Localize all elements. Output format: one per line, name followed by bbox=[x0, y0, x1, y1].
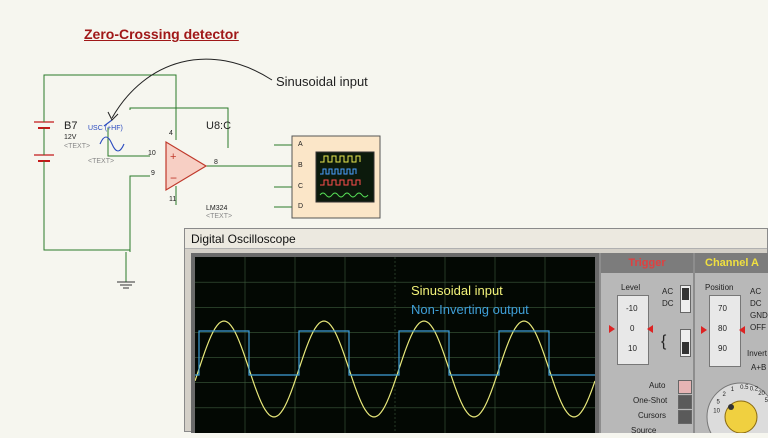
battery-name: B7 bbox=[64, 120, 78, 132]
scope-input-a: A bbox=[298, 141, 303, 148]
level-scale-mid: 0 bbox=[630, 324, 635, 333]
trigger-panel: Trigger Level -10 0 10 AC DC { Auto One-… bbox=[599, 253, 693, 435]
schematic-title: Zero-Crossing detector bbox=[84, 26, 239, 42]
ground-symbol bbox=[117, 281, 135, 289]
legend-non-inverting-output: Non-Inverting output bbox=[411, 302, 529, 317]
level-label: Level bbox=[621, 283, 641, 292]
sine-trace bbox=[194, 320, 596, 418]
auto-button[interactable] bbox=[678, 380, 692, 394]
scope-screen-frame: Sinusoidal input Non-Inverting output bbox=[191, 253, 601, 433]
dial-number: 10 bbox=[713, 409, 720, 415]
dial-number: 0.5 bbox=[740, 385, 749, 391]
dial-number: 20 bbox=[758, 391, 765, 397]
position-marker-left-icon bbox=[701, 326, 707, 334]
cursors-label: Cursors bbox=[638, 411, 667, 420]
channel-header: Channel A bbox=[695, 253, 768, 273]
trigger-header: Trigger bbox=[601, 253, 693, 273]
level-knob[interactable]: -10 0 10 bbox=[617, 295, 649, 365]
scope-input-d: D bbox=[298, 203, 304, 210]
scope-screen: Sinusoidal input Non-Inverting output bbox=[194, 257, 596, 433]
channel-a-panel: Channel A Position 70 80 90 AC DC GND OF… bbox=[693, 253, 768, 433]
svg-text:+: + bbox=[170, 151, 176, 163]
channel-coupling-off: OFF bbox=[750, 323, 766, 332]
dial-number: 50 bbox=[765, 398, 768, 404]
position-knob[interactable]: 70 80 90 bbox=[709, 295, 741, 367]
opamp-ref: U8:C bbox=[206, 120, 232, 132]
position-marker-right-icon bbox=[739, 326, 745, 334]
position-scale-90: 90 bbox=[718, 344, 727, 353]
dial-number: 1 bbox=[731, 387, 735, 393]
callout-label: Sinusoidal input bbox=[276, 74, 368, 89]
position-scale-70: 70 bbox=[718, 304, 727, 313]
mode-label: A+B bbox=[751, 363, 767, 372]
opamp-text-placeholder: <TEXT> bbox=[206, 213, 233, 220]
window-title[interactable]: Digital Oscilloscope bbox=[185, 229, 767, 249]
oscilloscope-window[interactable]: Digital Oscilloscope Sinusoidal input No… bbox=[184, 228, 768, 435]
level-marker-right-icon bbox=[647, 325, 653, 333]
ac-source-symbol[interactable] bbox=[99, 119, 125, 152]
dial-number: 2 bbox=[723, 392, 727, 398]
legend-sinusoidal-input: Sinusoidal input bbox=[411, 283, 503, 298]
one-shot-button[interactable] bbox=[678, 395, 692, 409]
level-scale-high: 10 bbox=[628, 344, 637, 353]
one-shot-label: One-Shot bbox=[633, 396, 668, 405]
channel-coupling-ac: AC bbox=[750, 287, 762, 296]
schematic-wires bbox=[43, 74, 292, 282]
position-label: Position bbox=[705, 283, 734, 292]
callout-arrow bbox=[111, 58, 273, 119]
trace-canvas: Sinusoidal input Non-Inverting output bbox=[194, 257, 596, 433]
pin-out: 8 bbox=[214, 159, 218, 166]
square-trace bbox=[195, 330, 595, 376]
channel-coupling-dc: DC bbox=[750, 299, 762, 308]
source-text-placeholder: <TEXT> bbox=[88, 158, 115, 165]
scope-component[interactable] bbox=[291, 135, 381, 219]
auto-label: Auto bbox=[649, 381, 666, 390]
edge-brace-icon: { bbox=[661, 333, 667, 350]
source-label: Source bbox=[631, 426, 657, 435]
cursors-button[interactable] bbox=[678, 410, 692, 424]
pin-in-minus: 9 bbox=[151, 170, 155, 177]
trigger-coupling-ac: AC bbox=[662, 287, 674, 296]
opamp-symbol[interactable]: + − bbox=[165, 140, 208, 192]
trigger-coupling-dc: DC bbox=[662, 299, 674, 308]
level-scale-low: -10 bbox=[626, 304, 638, 313]
trigger-edge-toggle[interactable] bbox=[680, 329, 691, 357]
battery-voltage: 12V bbox=[64, 134, 77, 141]
pin-in-plus: 10 bbox=[148, 150, 156, 157]
position-scale-80: 80 bbox=[718, 324, 727, 333]
scope-input-c: C bbox=[298, 183, 304, 190]
dial-number: 0.2 bbox=[750, 386, 759, 392]
source-label: USC (+HF) bbox=[88, 125, 123, 132]
scope-input-b: B bbox=[298, 162, 303, 169]
pin-gnd: 11 bbox=[169, 196, 177, 203]
channel-coupling-gnd: GND bbox=[750, 311, 768, 320]
opamp-part: LM324 bbox=[206, 205, 228, 212]
level-marker-left-icon bbox=[609, 325, 615, 333]
pin-vcc: 4 bbox=[169, 130, 173, 137]
battery-text-placeholder: <TEXT> bbox=[64, 143, 91, 150]
trigger-coupling-toggle[interactable] bbox=[680, 285, 691, 313]
svg-text:−: − bbox=[170, 171, 177, 185]
invert-label: Invert bbox=[747, 349, 768, 358]
dial-number: 5 bbox=[717, 400, 721, 406]
